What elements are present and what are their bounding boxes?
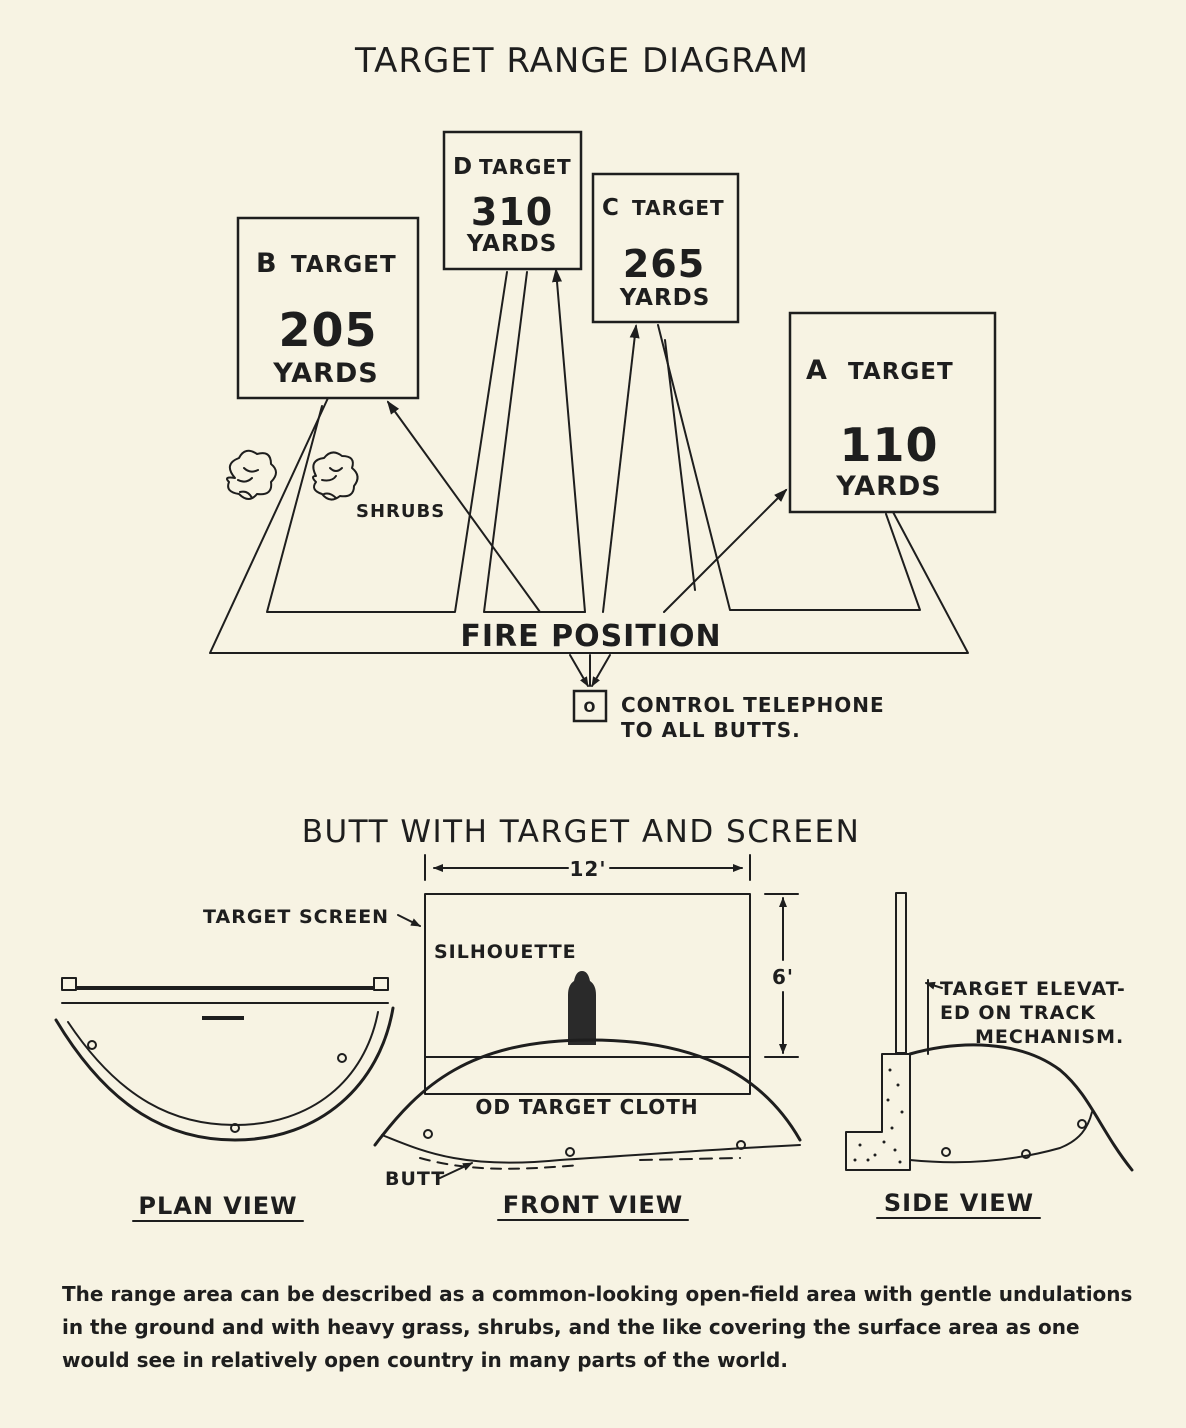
elevated-label-line1: TARGET ELEVAT- — [940, 978, 1126, 1000]
target-d: D TARGET 310 YARDS — [442, 130, 583, 271]
control-telephone-icon: O — [572, 689, 608, 723]
target-c-word: TARGET — [632, 196, 725, 220]
elevated-label-line2: ED ON TRACK — [940, 1002, 1096, 1024]
telephone-symbol: O — [584, 700, 597, 716]
height-dim-label: 6' — [772, 965, 794, 989]
front-mound — [373, 1038, 802, 1147]
silhouette-figure — [568, 971, 596, 1045]
outer-lane — [209, 397, 969, 654]
target-b-distance: 205 — [278, 303, 377, 357]
lane-c — [657, 324, 921, 611]
butt-label: BUTT — [385, 1168, 445, 1190]
lane-d — [483, 271, 586, 613]
target-screen-label: TARGET SCREEN — [203, 906, 389, 928]
silhouette-label: SILHOUETTE — [434, 941, 577, 963]
target-a-letter: A — [806, 355, 828, 386]
shrubs-label: SHRUBS — [356, 501, 445, 522]
width-dimension: 12' — [424, 854, 751, 881]
target-c: C TARGET 265 YARDS — [591, 172, 740, 324]
height-dimension: 6' — [764, 893, 799, 1058]
range-lanes — [209, 268, 969, 654]
target-b-letter: B — [256, 248, 278, 279]
telephone-label-line1: CONTROL TELEPHONE — [621, 693, 885, 717]
target-d-unit: YARDS — [466, 231, 558, 257]
side-view: TARGET ELEVAT- ED ON TRACK MECHANISM. — [845, 892, 1134, 1172]
cloth-label: OD TARGET CLOTH — [475, 1095, 698, 1119]
target-a-word: TARGET — [848, 359, 954, 385]
target-a-distance: 110 — [839, 418, 938, 472]
plan-view — [54, 977, 395, 1142]
target-a-unit: YARDS — [835, 471, 942, 502]
target-b: B TARGET 205 YARDS — [236, 216, 420, 400]
target-b-unit: YARDS — [272, 358, 379, 389]
shrub-icon — [226, 449, 277, 500]
target-d-letter: D — [453, 154, 473, 180]
fire-position-label: FIRE POSITION — [460, 619, 721, 654]
range-description: The range area can be described as a com… — [62, 1282, 1133, 1372]
side-view-label: SIDE VIEW — [884, 1189, 1034, 1217]
target-a: A TARGET 110 YARDS — [788, 311, 997, 514]
shrub-icon — [312, 451, 359, 501]
target-d-distance: 310 — [471, 190, 553, 234]
telephone-label-line2: TO ALL BUTTS. — [621, 718, 801, 742]
elevated-label-line3: MECHANISM. — [975, 1026, 1124, 1048]
lane-b — [266, 271, 508, 613]
target-c-box — [591, 172, 740, 324]
target-d-word: TARGET — [479, 155, 572, 179]
front-view-label: FRONT VIEW — [503, 1191, 683, 1219]
target-b-word: TARGET — [291, 252, 397, 278]
butt-section-title: BUTT WITH TARGET AND SCREEN — [302, 814, 861, 850]
width-dim-label: 12' — [570, 857, 607, 881]
diagram-title: TARGET RANGE DIAGRAM — [354, 41, 809, 81]
target-c-unit: YARDS — [619, 285, 711, 311]
target-c-letter: C — [602, 195, 620, 221]
target-c-distance: 265 — [623, 242, 705, 286]
plan-view-label: PLAN VIEW — [138, 1192, 297, 1220]
target-d-box — [442, 130, 583, 271]
target-screen — [424, 893, 751, 1095]
